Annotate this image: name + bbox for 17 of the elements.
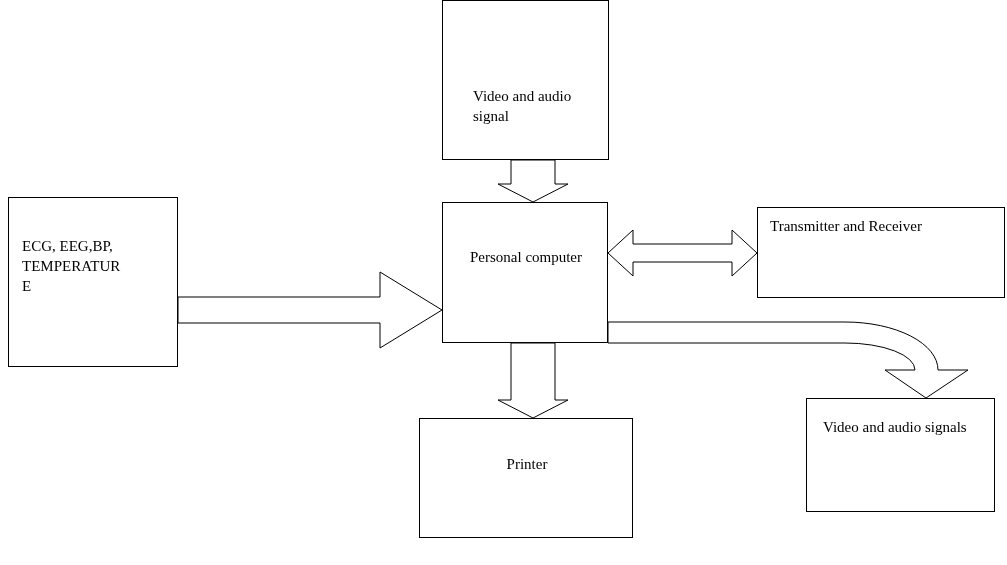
block-arrow <box>607 321 969 399</box>
process-box <box>8 197 178 367</box>
node-label: Printer <box>505 455 549 474</box>
process-box <box>806 398 995 512</box>
node-label: Personal computer <box>468 248 584 267</box>
process-box <box>442 202 608 343</box>
block-arrow <box>177 271 443 349</box>
node-label: Video and audio signals <box>823 418 968 437</box>
node-label: ECG, EEG,BP, TEMPERATURE <box>22 237 122 296</box>
process-box <box>419 418 633 538</box>
node-label: Video and audio signal <box>473 87 573 126</box>
node-label: Transmitter and Receiver <box>770 217 923 236</box>
block-arrow <box>497 159 569 203</box>
process-box <box>442 0 609 160</box>
process-box <box>757 207 1005 298</box>
block-arrow <box>607 229 758 277</box>
block-arrow <box>497 342 569 419</box>
